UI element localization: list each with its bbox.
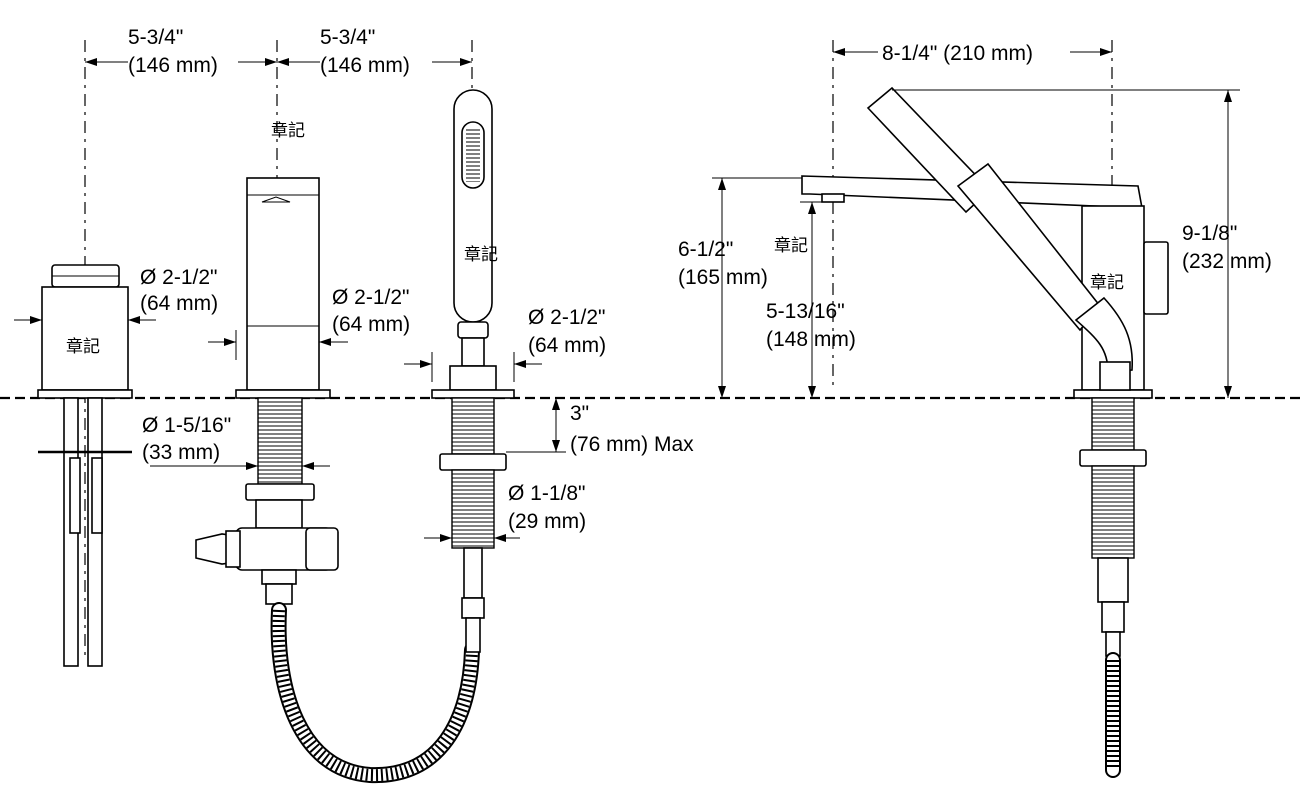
shank-width-dimension bbox=[150, 462, 330, 470]
stamp-spout-outlet: 章記 bbox=[774, 236, 808, 256]
spacing-dimension-left bbox=[85, 52, 277, 74]
spacing-left-in: 5-3/4" bbox=[128, 26, 183, 49]
shank-dia-mm: (33 mm) bbox=[142, 441, 220, 464]
deck-max-in: 3" bbox=[570, 402, 589, 425]
spout-dia-in: Ø 2-1/2" bbox=[332, 286, 410, 309]
deck-max-mm: (76 mm) Max bbox=[570, 433, 694, 456]
outlet-height-in: 5-13/16" bbox=[766, 300, 845, 323]
hole-dia-in: Ø 1-1/8" bbox=[508, 482, 586, 505]
handle-dia-in: Ø 2-1/2" bbox=[140, 266, 218, 289]
spacing-dimension-right bbox=[277, 52, 472, 74]
spout-height-in: 6-1/2" bbox=[678, 238, 733, 261]
overall-height-mm: (232 mm) bbox=[1182, 250, 1272, 273]
spacing-left-mm: (146 mm) bbox=[128, 54, 218, 77]
handle-valve bbox=[37, 264, 133, 667]
handshower bbox=[431, 89, 515, 653]
hole-dia-mm: (29 mm) bbox=[508, 510, 586, 533]
stamp-side-body: 章記 bbox=[1090, 273, 1124, 293]
shower-width-dimension bbox=[404, 352, 542, 382]
shank-dia-in: Ø 1-5/16" bbox=[142, 414, 231, 437]
shower-dia-mm: (64 mm) bbox=[528, 334, 606, 357]
stamp-handshower: 章記 bbox=[464, 245, 498, 265]
spout-width-dimension bbox=[208, 330, 348, 360]
reach-dimension bbox=[833, 40, 1112, 64]
handle-width-dimension bbox=[14, 300, 156, 330]
overall-height-in: 9-1/8" bbox=[1182, 222, 1237, 245]
spout-dia-mm: (64 mm) bbox=[332, 313, 410, 336]
hole-width-dimension bbox=[424, 534, 520, 542]
shower-dia-in: Ø 2-1/2" bbox=[528, 306, 606, 329]
overall-height-dimension bbox=[892, 89, 1240, 398]
tub-spout bbox=[195, 177, 339, 605]
side-view-assembly bbox=[801, 86, 1169, 778]
outlet-height-mm: (148 mm) bbox=[766, 328, 856, 351]
handle-dia-mm: (64 mm) bbox=[140, 292, 218, 315]
spacing-right-mm: (146 mm) bbox=[320, 54, 410, 77]
stamp-handle: 章記 bbox=[66, 337, 100, 357]
outlet-height-dimension bbox=[800, 201, 822, 398]
spacing-right-in: 5-3/4" bbox=[320, 26, 375, 49]
deck-thickness-dimension bbox=[506, 398, 566, 453]
spout-height-dimension bbox=[712, 177, 802, 398]
reach-label: 8-1/4" (210 mm) bbox=[882, 42, 1033, 65]
shower-hose bbox=[270, 602, 480, 784]
stamp-spout: 章記 bbox=[271, 121, 305, 141]
spout-height-mm: (165 mm) bbox=[678, 266, 768, 289]
